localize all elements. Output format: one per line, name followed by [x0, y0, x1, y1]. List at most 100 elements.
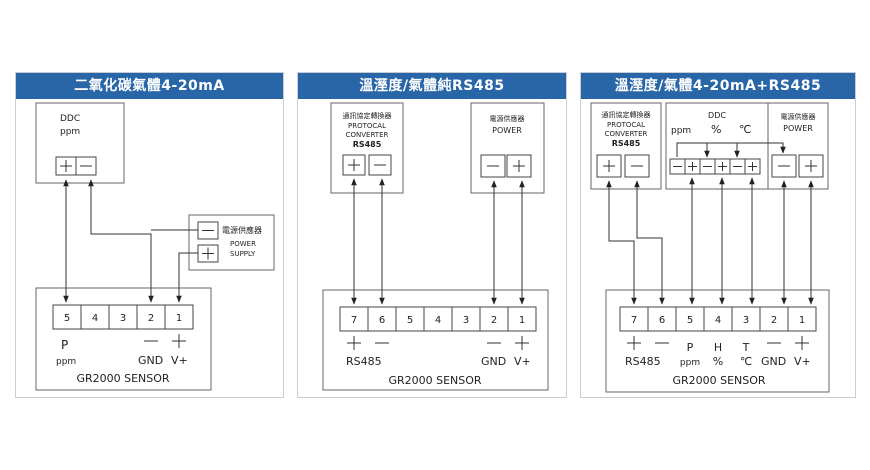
plus-icon [172, 334, 186, 348]
ddc-title: DDC [60, 114, 80, 124]
terminal-label: 4 [715, 315, 721, 326]
protocol-converter-box [330, 102, 404, 194]
wiring-diagram-3: 通訊協定轉換器 PROTOCAL CONVERTER RS485 DDC ppm… [590, 102, 830, 393]
ddc-title: DDC [708, 111, 726, 120]
plus-icon [515, 336, 529, 350]
label-p: P [61, 338, 68, 352]
sensor-name: GR2000 SENSOR [672, 374, 765, 387]
converter-label-en-1: PROTOCAL [348, 122, 386, 130]
sensor-terminal-strip: 7 6 5 4 3 2 1 [339, 306, 537, 332]
terminal-label: 5 [407, 315, 413, 326]
power-supply-label-en-1: POWER [230, 240, 256, 248]
terminal-label: 2 [148, 313, 154, 324]
label-ppm: ppm [56, 357, 76, 367]
terminal-label: 6 [379, 315, 385, 326]
sensor-terminal-strip: 5 4 3 2 1 [52, 304, 194, 330]
label-gnd: GND [481, 355, 506, 368]
terminal-1 [787, 306, 817, 332]
plus-icon [60, 160, 72, 172]
terminal-3 [451, 306, 481, 332]
plus-icon [627, 336, 641, 350]
terminal-7 [339, 306, 369, 332]
panel-title: 溫溼度/氣體純RS485 [298, 73, 566, 99]
ddc-box [665, 102, 769, 190]
terminal-1 [164, 304, 194, 330]
terminal-2 [479, 306, 509, 332]
converter-label-en-2: CONVERTER [346, 131, 389, 139]
terminal-label: 5 [687, 315, 693, 326]
terminal-label: 3 [463, 315, 469, 326]
terminal-4 [423, 306, 453, 332]
converter-label-en-3: RS485 [612, 139, 641, 148]
power-label-en: POWER [492, 126, 522, 135]
power-supply-label-zh: 電源供應器 [222, 225, 262, 235]
power-supply-label-en-2: SUPPLY [230, 250, 256, 258]
terminal-6 [367, 306, 397, 332]
ddc-unit-percent: % [711, 123, 721, 136]
label-vplus: V+ [171, 354, 188, 367]
terminal-label: 7 [631, 315, 637, 326]
power-box [470, 102, 545, 194]
wiring-diagram-1: DDC ppm 電源供應器 POWER SUPPLY 5 4 3 2 1 P [35, 102, 275, 391]
plus-icon [688, 162, 697, 171]
label-gnd: GND [138, 354, 163, 367]
terminal-label: 3 [120, 313, 126, 324]
terminal-7 [619, 306, 649, 332]
terminal-label: 7 [351, 315, 357, 326]
terminal-1 [507, 306, 537, 332]
plus-icon [795, 336, 809, 350]
label-h: H [714, 341, 722, 354]
plus-icon [347, 336, 361, 350]
panel-rs485: 溫溼度/氣體純RS485 通訊協定轉換器 PROTOCAL CONVERTER … [297, 72, 567, 398]
terminal-3 [108, 304, 138, 330]
terminal-5 [395, 306, 425, 332]
sensor-terminal-strip: 7 6 5 4 3 2 1 [619, 306, 817, 332]
plus-icon [603, 160, 615, 172]
label-rs485: RS485 [346, 355, 382, 368]
label-vplus: V+ [514, 355, 531, 368]
wire-converter-plus-to-terminal-7 [606, 180, 637, 305]
label-t: T [742, 341, 750, 354]
terminal-label: 5 [64, 313, 70, 324]
wire-ddc-minus-to-terminal-2 [88, 179, 154, 303]
terminal-label: 1 [799, 315, 805, 326]
converter-label-en-3: RS485 [353, 140, 382, 149]
wiring-diagram-2: 通訊協定轉換器 PROTOCAL CONVERTER RS485 電源供應器 P… [322, 102, 549, 391]
wire-ddc-common-bus [676, 142, 786, 157]
label-p: P [687, 341, 694, 354]
ddc-unit: ppm [60, 127, 80, 137]
plus-icon [748, 162, 757, 171]
wire-converter-minus-to-terminal-6 [634, 180, 665, 305]
terminal-label: 6 [659, 315, 665, 326]
wire-power-plus-to-terminal-1 [176, 252, 198, 303]
ddc-terminal-strip [669, 158, 761, 175]
terminal-5 [52, 304, 82, 330]
ddc-unit-celsius: ℃ [739, 123, 751, 136]
plus-icon [805, 160, 817, 172]
label-percent: % [713, 355, 723, 368]
panel-title: 二氧化碳氣體4-20mA [16, 73, 283, 99]
panel-title: 溫溼度/氣體4-20mA+RS485 [581, 73, 855, 99]
label-rs485: RS485 [625, 355, 661, 368]
plus-icon [513, 160, 525, 172]
terminal-label: 4 [92, 313, 98, 324]
terminal-5 [675, 306, 705, 332]
terminal-label: 4 [435, 315, 441, 326]
converter-label-zh: 通訊協定轉換器 [343, 111, 392, 120]
label-vplus: V+ [794, 355, 811, 368]
plus-icon [348, 159, 360, 171]
converter-label-en-2: CONVERTER [605, 130, 648, 138]
plus-icon [718, 162, 727, 171]
panel-co2-4-20ma: 二氧化碳氣體4-20mA DDC ppm 電源供應器 POWER SUPPLY [15, 72, 284, 398]
plus-icon [202, 247, 214, 260]
sensor-name: GR2000 SENSOR [388, 374, 481, 387]
converter-label-zh: 通訊協定轉換器 [602, 110, 651, 119]
terminal-label: 2 [771, 315, 777, 326]
sensor-name: GR2000 SENSOR [76, 372, 169, 385]
terminal-label: 1 [176, 313, 182, 324]
label-ppm: ppm [680, 358, 700, 368]
terminal-label: 2 [491, 315, 497, 326]
terminal-2 [759, 306, 789, 332]
power-label-zh: 電源供應器 [781, 112, 816, 121]
terminal-4 [703, 306, 733, 332]
